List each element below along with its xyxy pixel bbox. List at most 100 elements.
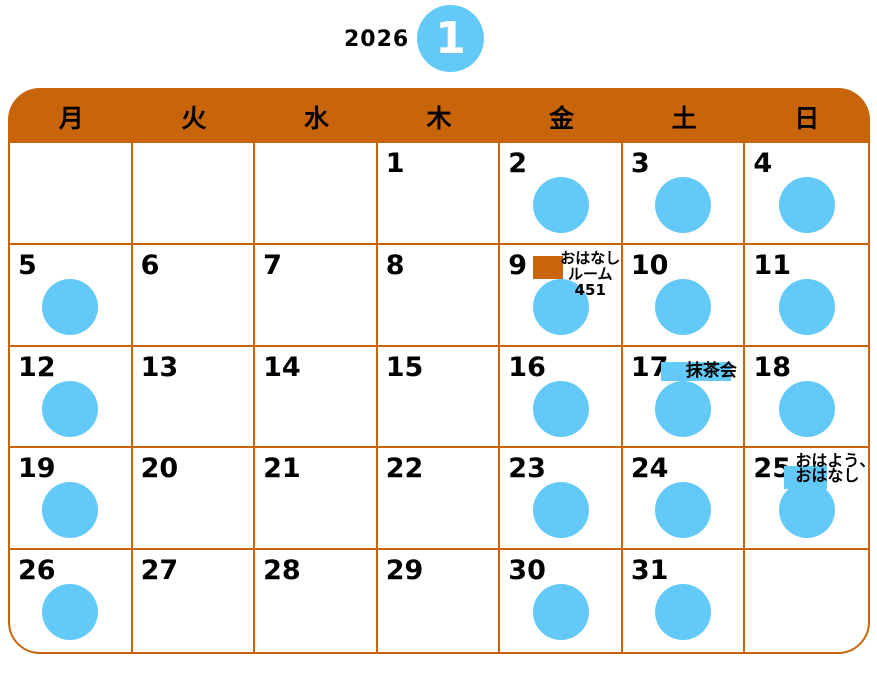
weekday-label-6: 日 [794, 103, 820, 133]
weekday-label-3: 木 [426, 103, 452, 133]
event-highlight-box [784, 466, 828, 490]
day-cell-6: 6 [132, 244, 256, 347]
year-label: 2026 [344, 27, 410, 52]
day-number: 23 [508, 453, 546, 485]
event-label: おはよう、おはなし [795, 451, 876, 486]
day-number: 21 [263, 453, 301, 485]
event-highlight-box [660, 361, 731, 381]
day-cell-7: 7 [255, 244, 378, 347]
weekday-label-1: 火 [181, 103, 207, 133]
day-cell-27: 27 [133, 550, 256, 652]
open-day-circle-icon [42, 584, 99, 641]
day-cell-8: 8 [377, 244, 501, 347]
day-number: 29 [385, 555, 424, 587]
day-cell-31: 31 [623, 550, 746, 652]
open-day-circle-icon [42, 380, 99, 437]
empty-cell [745, 550, 868, 652]
day-number: 19 [18, 453, 56, 485]
open-day-circle-icon [655, 584, 712, 641]
day-number: 5 [18, 249, 37, 281]
day-number: 28 [263, 555, 301, 587]
weekday-label-0: 月 [58, 103, 84, 133]
day-cell-20: 20 [132, 448, 256, 551]
day-number: 6 [140, 249, 160, 281]
open-day-circle-icon [532, 380, 589, 437]
day-cell-21: 21 [255, 448, 378, 551]
empty-cell [10, 143, 133, 245]
day-cell-2: 2 [500, 143, 623, 245]
open-day-circle-icon [532, 278, 589, 335]
day-number: 3 [630, 148, 650, 179]
day-number: 24 [630, 453, 669, 485]
day-cell-22: 22 [377, 448, 501, 551]
event-label: 抹茶会 [685, 360, 737, 381]
empty-cell [132, 143, 256, 245]
day-cell-26: 26 [10, 550, 133, 652]
empty-cell [255, 143, 378, 245]
day-number: 10 [630, 249, 669, 281]
open-day-circle-icon [42, 482, 99, 539]
day-number: 14 [263, 351, 301, 383]
day-number: 22 [385, 453, 424, 485]
open-day-circle-icon [655, 278, 712, 335]
month-circle-badge: 1 [417, 5, 484, 72]
open-day-circle-icon [778, 380, 835, 437]
open-day-circle-icon [778, 278, 835, 335]
day-number: 27 [140, 555, 179, 587]
day-cell-19: 19 [10, 448, 133, 551]
day-cell-18: 18 [745, 347, 868, 449]
open-day-circle-icon [532, 177, 589, 233]
day-number: 1 [385, 148, 405, 179]
day-cell-28: 28 [255, 550, 378, 652]
day-cell-13: 13 [132, 346, 256, 449]
open-day-circle-icon [655, 380, 712, 437]
day-cell-29: 29 [378, 550, 501, 652]
day-cell-5: 5 [10, 244, 133, 347]
day-number: 26 [18, 555, 56, 587]
day-number: 8 [385, 249, 405, 281]
open-day-circle-icon [532, 482, 589, 539]
day-number: 11 [753, 249, 791, 281]
day-number: 9 [508, 249, 528, 281]
day-cell-30: 30 [500, 550, 623, 652]
day-cell-10: 10 [622, 244, 746, 347]
day-cell-12: 12 [10, 346, 133, 449]
day-cell-15: 15 [377, 346, 501, 449]
day-cell-1: 1 [377, 143, 501, 245]
day-number: 18 [753, 351, 791, 383]
event-highlight-box [533, 255, 564, 279]
day-cell-23: 23 [500, 448, 623, 551]
day-number: 16 [508, 351, 546, 383]
open-day-circle-icon [778, 177, 835, 233]
open-day-circle-icon [42, 278, 99, 335]
weekday-label-2: 水 [303, 103, 329, 133]
month-number: 1 [435, 12, 466, 64]
day-number: 31 [630, 555, 669, 587]
day-cell-4: 4 [745, 143, 868, 245]
day-number: 20 [140, 453, 179, 485]
weekday-label-4: 金 [549, 103, 575, 133]
day-number: 7 [263, 249, 282, 281]
open-day-circle-icon [778, 482, 835, 539]
day-cell-16: 16 [500, 346, 623, 449]
day-cell-11: 11 [745, 245, 868, 347]
day-number: 2 [508, 148, 528, 179]
weekday-header: 月火水木金土日 [10, 90, 868, 143]
day-number: 30 [508, 555, 546, 587]
weekday-label-5: 土 [671, 103, 697, 133]
open-day-circle-icon [532, 584, 589, 641]
day-cell-24: 24 [622, 448, 746, 551]
day-cell-3: 3 [622, 143, 746, 245]
day-number: 4 [753, 148, 773, 179]
open-day-circle-icon [655, 177, 712, 233]
day-number: 15 [385, 351, 424, 383]
open-day-circle-icon [655, 482, 712, 539]
day-cell-14: 14 [255, 346, 378, 449]
day-number: 12 [18, 351, 56, 383]
